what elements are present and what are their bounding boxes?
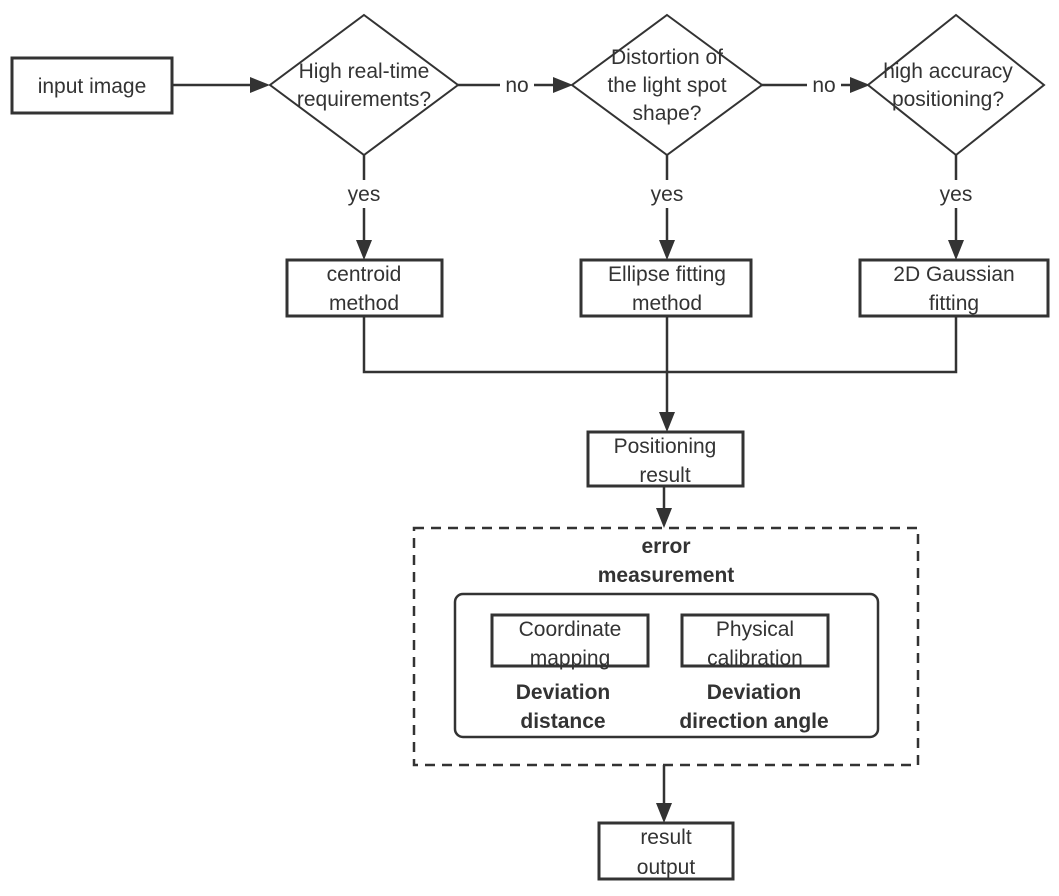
node-positioning-line1: Positioning: [614, 435, 717, 458]
decision-distortion-line2: the light spot: [607, 74, 726, 97]
decision-distortion-line1: Distortion of: [611, 46, 723, 69]
group-error-title-line1: error: [641, 535, 690, 558]
edge-distortion-no: no: [762, 72, 870, 98]
node-output-line1: result: [640, 826, 692, 849]
edge-realtime-no: no: [458, 72, 573, 98]
node-ellipse-line2: method: [632, 292, 702, 315]
decision-realtime-line1: High real-time: [299, 60, 430, 83]
group-error-measurement: error measurement Coordinate mapping Phy…: [412, 526, 920, 767]
edge-accuracy-yes: yes: [932, 155, 980, 260]
node-physical-calibration: Physical calibration: [680, 613, 830, 670]
node-ellipse-fitting: Ellipse fitting method: [579, 258, 753, 318]
node-centroid-method: centroid method: [285, 258, 444, 318]
decision-distortion: Distortion of the light spot shape?: [570, 13, 764, 157]
node-positioning-result: Positioning result: [586, 430, 745, 488]
group-error-title-line2: measurement: [598, 564, 735, 587]
node-gaussian-line2: fitting: [929, 292, 979, 315]
edge-label-yes: yes: [651, 183, 684, 206]
node-physical-line2: calibration: [707, 647, 803, 670]
node-coordinate-mapping: Coordinate mapping: [490, 613, 650, 670]
node-result-output: result output: [597, 821, 735, 881]
edge-label-no: no: [505, 74, 528, 97]
label-deviation-distance-line2: distance: [520, 710, 605, 733]
node-coordinate-line2: mapping: [530, 647, 611, 670]
edge-error-to-output: [656, 765, 672, 823]
node-positioning-line2: result: [639, 464, 691, 487]
node-centroid-line2: method: [329, 292, 399, 315]
decision-realtime-line2: requirements?: [297, 88, 431, 111]
decision-distortion-line3: shape?: [633, 102, 702, 125]
edge-methods-merge: [362, 316, 958, 432]
edge-label-yes: yes: [940, 183, 973, 206]
label-deviation-angle-line2: direction angle: [679, 710, 828, 733]
node-centroid-line1: centroid: [327, 263, 402, 286]
node-output-line2: output: [637, 856, 696, 879]
decision-accuracy: high accuracy positioning?: [866, 13, 1046, 157]
edge-label-no: no: [812, 74, 835, 97]
node-ellipse-line1: Ellipse fitting: [608, 263, 726, 286]
edge-realtime-yes: yes: [340, 155, 388, 260]
node-gaussian-line1: 2D Gaussian: [893, 263, 1014, 286]
label-deviation-distance-line1: Deviation: [516, 681, 611, 704]
node-input-image: input image: [10, 56, 174, 115]
decision-accuracy-line1: high accuracy: [883, 60, 1013, 83]
node-physical-line1: Physical: [716, 618, 794, 641]
node-gaussian-fitting: 2D Gaussian fitting: [858, 258, 1050, 318]
edge-label-yes: yes: [348, 183, 381, 206]
node-coordinate-line1: Coordinate: [519, 618, 622, 641]
edge-distortion-yes: yes: [643, 155, 691, 260]
decision-realtime: High real-time requirements?: [268, 13, 460, 157]
decision-accuracy-line2: positioning?: [892, 88, 1004, 111]
node-input-image-label: input image: [38, 75, 147, 98]
edge-input-to-realtime: [172, 77, 270, 93]
edge-result-to-error: [656, 486, 672, 528]
label-deviation-angle-line1: Deviation: [707, 681, 802, 704]
